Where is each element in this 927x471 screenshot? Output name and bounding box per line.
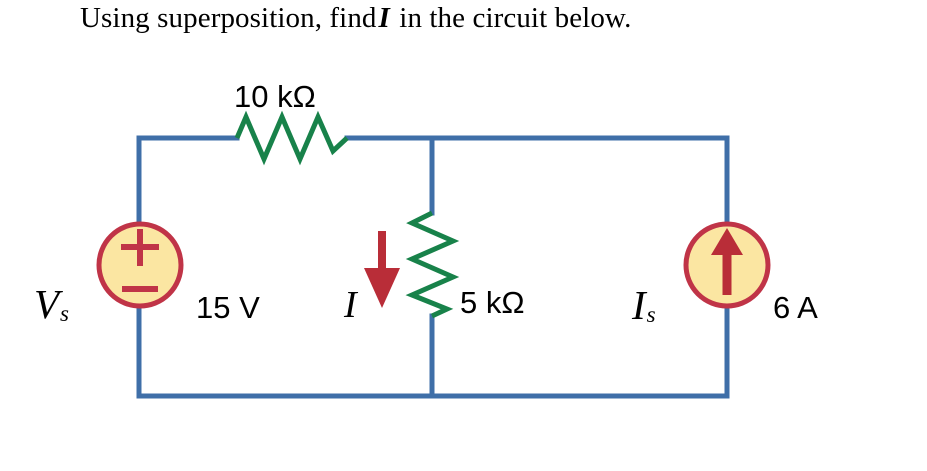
voltage-source-symbol-base: V (34, 281, 60, 327)
current-source-value-label: 6 A (773, 290, 818, 325)
title-text-after: in the circuit below. (399, 2, 632, 34)
resistor-5k-label: 5 kΩ (460, 285, 525, 320)
plus-sign-icon (121, 229, 159, 266)
current-source-symbol-sub: s (646, 302, 656, 327)
current-source-symbol-label: Is (632, 281, 656, 329)
current-source-arrow-up-icon (711, 228, 743, 295)
title-variable-i: I (378, 2, 390, 34)
branch-current-arrow-down-icon (364, 231, 400, 308)
branch-current-symbol-label: I (344, 284, 357, 326)
circuit-diagram: 10 kΩ 5 kΩ 15 V 6 A Vs Is I (0, 55, 927, 471)
resistor-10k-symbol (234, 110, 349, 166)
current-source-symbol (683, 221, 771, 309)
voltage-source-symbol (96, 221, 184, 309)
circuit-schematic-svg (96, 110, 771, 399)
current-source-symbol-base: I (632, 282, 646, 328)
voltage-source-symbol-sub: s (60, 301, 69, 326)
page-title: Using superposition, findI in the circui… (80, 2, 631, 35)
resistor-10k-label: 10 kΩ (234, 79, 316, 114)
voltage-source-value-label: 15 V (196, 290, 260, 325)
resistor-5k-symbol (405, 210, 460, 319)
title-text-before: Using superposition, find (80, 2, 377, 34)
voltage-source-symbol-label: Vs (34, 280, 69, 328)
